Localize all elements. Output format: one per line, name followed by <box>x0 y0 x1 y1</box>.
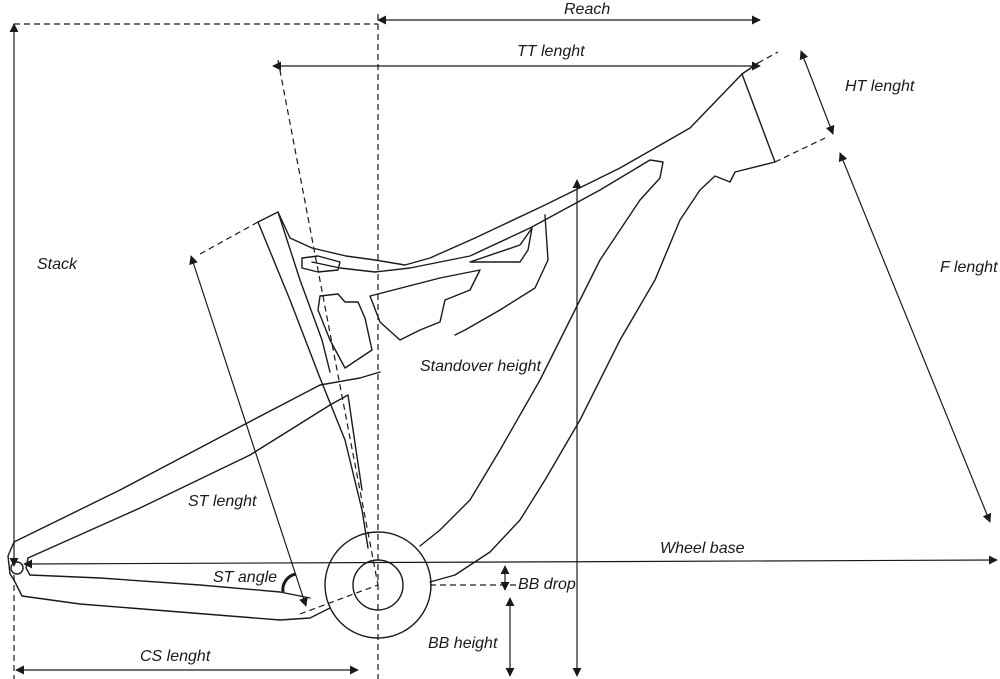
wheel-base-arrow <box>23 555 998 569</box>
linkage-cutout-4 <box>469 227 533 263</box>
st-length-top-dashed-line <box>199 221 259 255</box>
stack-label: Stack <box>37 256 78 273</box>
st-length-arrow <box>189 255 308 607</box>
ht-top-dashed-line <box>757 51 779 64</box>
chain-stay-lower <box>13 579 331 621</box>
st-length-label: ST lenght <box>188 493 257 510</box>
seat-tube-axis-dashed-line <box>277 59 379 586</box>
head-tube-outline <box>429 73 776 583</box>
seat-tube-inner <box>277 211 331 373</box>
rear-axle <box>10 561 24 575</box>
dimension-labels: Reach TT lenght HT lenght Stack F lenght… <box>37 1 998 665</box>
linkage-cutout-5 <box>454 214 549 336</box>
linkage-cutout-3 <box>369 269 481 341</box>
st-angle-label: ST angle <box>213 569 277 586</box>
top-tube-outline <box>257 62 759 266</box>
tt-length-label: TT lenght <box>517 43 585 60</box>
wheel-base-label: Wheel base <box>660 540 745 557</box>
bb-height-label: BB height <box>428 635 498 652</box>
linkage-cutout-2 <box>317 293 373 369</box>
reach-label: Reach <box>564 1 610 18</box>
ht-length-arrow <box>799 50 835 135</box>
dimension-arrows <box>9 15 998 677</box>
top-tube-underside <box>311 159 664 547</box>
st-angle-arc <box>281 572 297 593</box>
bb-drop-label: BB drop <box>518 576 576 593</box>
seat-stay-lower <box>27 394 363 559</box>
seat-stay-upper <box>13 371 381 543</box>
f-length-arrow <box>838 152 992 523</box>
ht-length-label: HT lenght <box>845 78 915 95</box>
ht-bottom-dashed-line <box>774 137 826 163</box>
standover-height-label: Standover height <box>420 358 542 375</box>
st-length-bottom-dashed-line <box>299 584 379 615</box>
f-length-label: F lenght <box>940 259 998 276</box>
cs-length-label: CS lenght <box>140 648 211 665</box>
